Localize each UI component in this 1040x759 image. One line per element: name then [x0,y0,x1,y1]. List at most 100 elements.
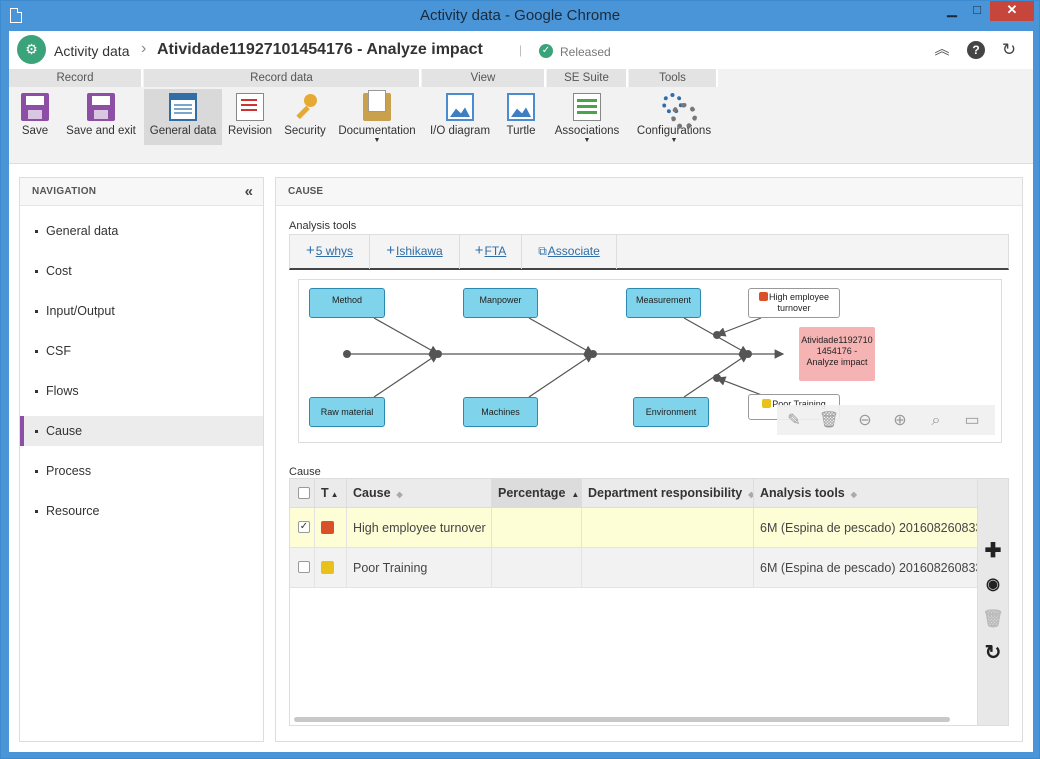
associations-label: Associations [554,125,620,137]
column-label: T [321,486,329,500]
column-cause[interactable]: Cause◆ [347,479,492,508]
dropdown-caret-icon: ▼ [670,137,678,144]
puzzle-icon [321,521,334,534]
io-diagram-button[interactable]: I/O diagram [426,89,494,145]
configurations-button[interactable]: Configurations ▼ [633,89,715,145]
plus-icon: + [474,242,484,259]
puzzle-icon [321,561,334,574]
category-method[interactable]: Method [309,288,385,318]
column-label: Percentage [498,486,566,500]
dropdown-caret-icon: ▼ [583,137,591,144]
app-client: ⚙ Activity data › Atividade1192710145417… [9,31,1033,752]
ribbon-group-title: View [422,69,546,87]
general-data-label: General data [149,125,217,137]
ribbon-toolbar: Record Save Save and exit Record data Ge… [9,69,1033,164]
view-icon[interactable]: ◉ [986,576,1000,593]
column-label: Department responsibility [588,486,743,500]
nav-item-cost[interactable]: Cost [20,256,263,286]
analysis-tools-label: Analysis tools [289,220,357,232]
effect-line: Atividade1192710 [801,335,873,345]
grid-header: T▲ Cause◆ Percentage▲ Department respons… [290,479,978,508]
select-all-checkbox[interactable] [298,487,310,499]
zoom-out-icon[interactable]: ⊖ [858,412,872,429]
category-raw-material[interactable]: Raw material [309,397,385,427]
row-checkbox[interactable] [298,561,310,573]
trash-icon[interactable]: 🗑 [818,412,840,429]
associations-button[interactable]: Associations ▼ [549,89,625,145]
tab-ishikawa[interactable]: +Ishikawa [370,235,460,269]
effect-box[interactable]: Atividade1192710 1454176 - Analyze impac… [799,327,875,381]
security-button[interactable]: Security [280,89,330,145]
sort-icon: ▲ [330,490,339,499]
general-data-button[interactable]: General data [144,89,222,145]
tab-associate[interactable]: ⧉Associate [522,235,617,269]
ribbon-group-se-suite: SE Suite Associations ▼ [547,69,628,164]
refresh-icon[interactable]: ↻ [984,642,1002,664]
external-link-icon: ⧉ [538,244,547,258]
minimize-button[interactable]: ▁ [947,2,957,17]
close-button[interactable]: ✕ [990,1,1034,21]
nav-item-input-output[interactable]: Input/Output [20,296,263,326]
category-manpower[interactable]: Manpower [463,288,538,318]
collapse-up-icon[interactable]: ︽ [934,41,950,58]
associations-icon [573,93,601,121]
select-all-column[interactable] [290,479,315,508]
trash-icon[interactable]: 🗑 [982,609,1004,628]
documentation-button[interactable]: Documentation ▼ [336,89,418,145]
table-row[interactable]: ✓ High employee turnover 6M (Espina de p… [290,508,978,548]
ribbon-group-view: View I/O diagram Turtle [422,69,546,164]
column-percentage[interactable]: Percentage▲ [492,479,582,508]
folder-add-icon[interactable]: ▭ [964,412,980,429]
column-department[interactable]: Department responsibility◆ [582,479,754,508]
nav-item-resource[interactable]: Resource [20,496,263,526]
revision-label: Revision [227,125,273,137]
save-button[interactable]: Save [11,89,59,145]
help-icon[interactable]: ? [967,41,985,59]
puzzle-icon [762,399,772,408]
edit-pencil-icon[interactable]: ✎ [787,412,801,429]
department-cell [582,508,754,548]
title-bar: Activity data - Google Chrome ▁ □ ✕ [1,1,1039,31]
security-label: Security [284,125,326,137]
revision-button[interactable]: Revision [226,89,274,145]
dropdown-caret-icon: ▼ [373,137,381,144]
turtle-button[interactable]: Turtle [500,89,542,145]
sort-icon: ◆ [850,490,857,499]
save-icon [21,93,49,121]
add-icon[interactable]: ✚ [984,540,1002,562]
category-machines[interactable]: Machines [463,397,538,427]
nav-item-cause[interactable]: Cause [20,416,263,446]
cause-high-employee-turnover[interactable]: High employee turnover [748,288,840,318]
column-analysis-tools[interactable]: Analysis tools◆ [754,479,978,508]
reload-icon[interactable]: ↻ [1001,40,1017,59]
ribbon-group-title: Record [9,69,143,87]
horizontal-scrollbar[interactable] [294,717,950,722]
row-checkbox[interactable]: ✓ [298,521,310,533]
ribbon-group-title: SE Suite [547,69,628,87]
category-environment[interactable]: Environment [633,397,709,427]
cause-cell: High employee turnover [347,508,492,548]
maximize-button[interactable]: □ [973,2,981,17]
breadcrumb-activity-data[interactable]: Activity data [54,43,130,59]
navigation-list: General data Cost Input/Output CSF Flows… [20,216,263,526]
tab-5-whys[interactable]: +5 whys [290,235,370,269]
nav-item-csf[interactable]: CSF [20,336,263,366]
divider: | [519,43,523,57]
nav-item-general-data[interactable]: General data [20,216,263,246]
collapse-left-icon[interactable]: « [244,183,253,200]
nav-item-flows[interactable]: Flows [20,376,263,406]
column-type[interactable]: T▲ [315,479,347,508]
nav-item-process[interactable]: Process [20,456,263,486]
navigation-title: NAVIGATION [20,178,263,206]
zoom-fit-icon[interactable]: ⌕ [931,412,941,429]
app-logo-icon: ⚙ [17,35,46,64]
zoom-in-icon[interactable]: ⊕ [893,412,907,429]
category-measurement[interactable]: Measurement [626,288,701,318]
turtle-icon [507,93,535,121]
tab-fta[interactable]: +FTA [460,235,522,269]
cause-grid: T▲ Cause◆ Percentage▲ Department respons… [289,478,1009,726]
save-and-exit-button[interactable]: Save and exit [63,89,139,145]
table-row[interactable]: Poor Training 6M (Espina de pescado) 201… [290,548,978,588]
configurations-label: Configurations [636,125,712,137]
